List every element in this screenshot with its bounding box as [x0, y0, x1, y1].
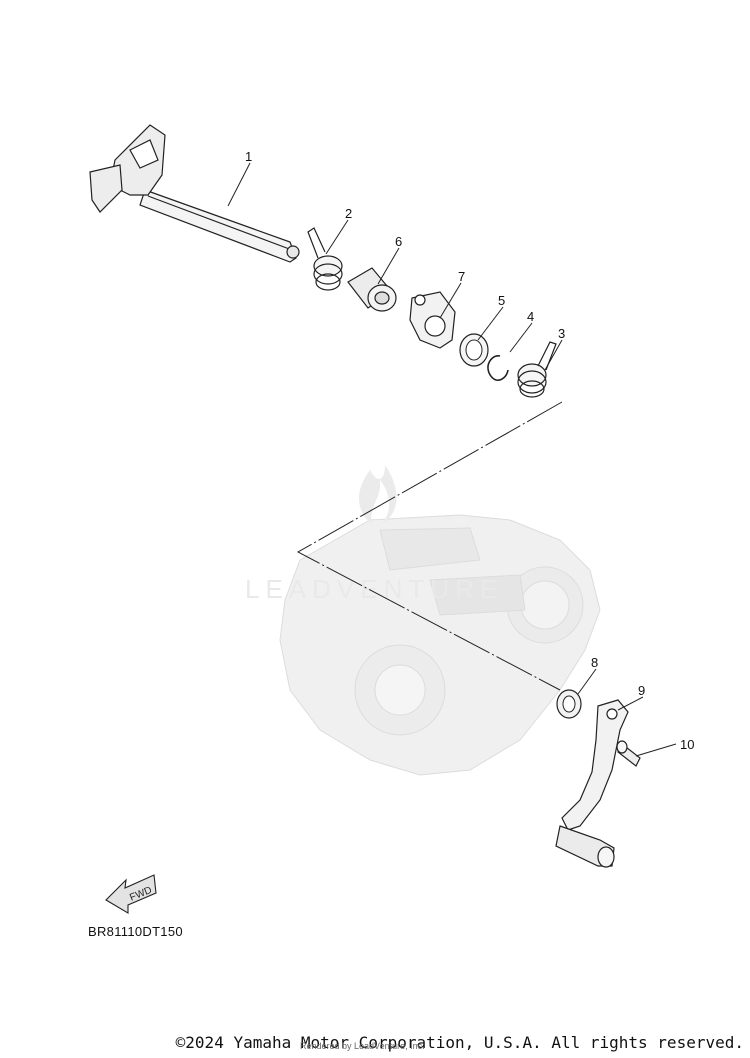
part-5-washer-hole: [465, 339, 483, 361]
callout-9: 9: [638, 683, 645, 698]
part-6-collar: [347, 267, 397, 312]
part-2-spring: [307, 227, 343, 291]
watermark-text: LEADVENTURE: [245, 574, 503, 604]
callout-3: 3: [558, 326, 565, 341]
part-8-washer-hole: [562, 695, 576, 713]
engine-case-illustration: [279, 514, 601, 776]
callout-5: 5: [498, 293, 505, 308]
diagram-code: BR81110DT150: [88, 924, 183, 939]
leader-lines: [296, 401, 563, 691]
callout-10: 10: [680, 737, 694, 752]
watermark: LEADVENTURE: [245, 465, 503, 604]
rendered-by-text: Rendered by LeadVenture, Inc.: [300, 1041, 425, 1051]
part-3-spring: [517, 341, 557, 398]
callout-leaders: [227, 162, 677, 757]
callout-6: 6: [395, 234, 402, 249]
callouts: 1 2 3 4 5 6 7 8 9 10: [245, 149, 694, 752]
callout-1: 1: [245, 149, 252, 164]
callout-2: 2: [345, 206, 352, 221]
part-7-plate: [409, 291, 456, 349]
copyright-text: ©2024 Yamaha Motor Corporation, U.S.A. A…: [175, 1033, 744, 1052]
part-4-circlip: [487, 355, 509, 381]
fwd-arrow: FWD: [105, 874, 157, 914]
callout-4: 4: [527, 309, 534, 324]
callout-7: 7: [458, 269, 465, 284]
part-10-bolt: [616, 740, 641, 767]
part-9-shift-pedal: [555, 699, 629, 868]
part-1-shift-shaft: [89, 124, 300, 263]
callout-8: 8: [591, 655, 598, 670]
